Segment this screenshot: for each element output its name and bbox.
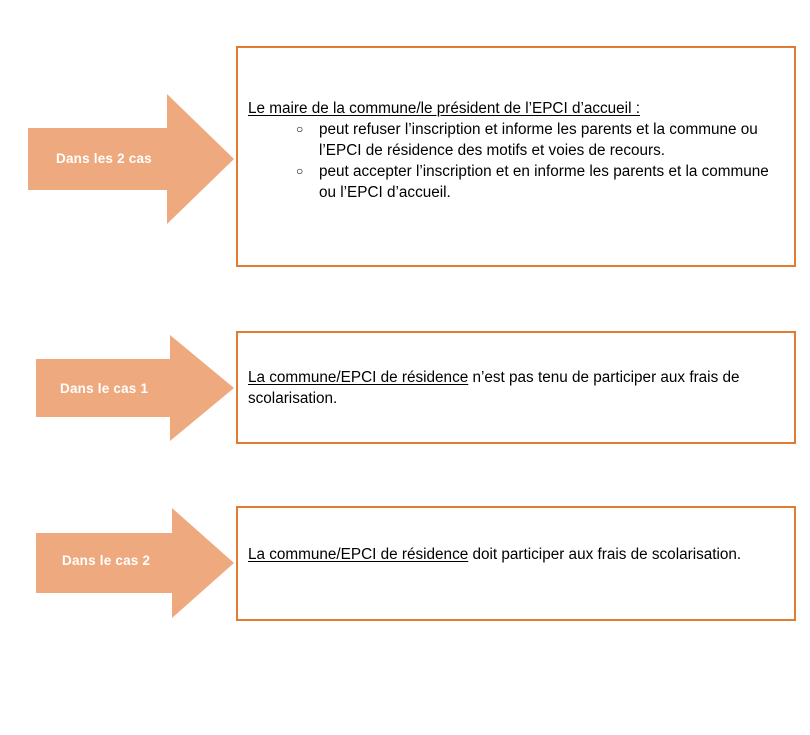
box-1-heading: Le maire de la commune/le président de l…	[248, 98, 786, 119]
arrow-label-3: Dans le cas 2	[62, 553, 151, 568]
box-2-underlined-lead: La commune/EPCI de résidence	[248, 369, 469, 386]
list-item: ○ peut accepter l’inscription et en infor…	[248, 161, 786, 203]
right-arrow-icon	[36, 508, 234, 618]
box-3-paragraph: La commune/EPCI de résidence doit partic…	[248, 544, 786, 565]
arrow-label-1: Dans les 2 cas	[56, 151, 152, 166]
box-1-bullet-list: ○ peut refuser l’inscription et informe l…	[248, 119, 786, 203]
list-item-text: peut accepter l’inscription et en inform…	[319, 163, 769, 201]
right-arrow-icon	[36, 335, 234, 441]
box-2-paragraph: La commune/EPCI de résidence n’est pas t…	[248, 367, 786, 409]
content-box-1: Le maire de la commune/le président de l…	[236, 46, 796, 267]
box-2-rest: n’est pas tenu de participer aux frais d…	[248, 369, 740, 407]
content-box-3: La commune/EPCI de résidence doit partic…	[236, 506, 796, 621]
content-box-2: La commune/EPCI de résidence n’est pas t…	[236, 331, 796, 444]
box-3-rest: doit participer aux frais de scolarisati…	[468, 546, 742, 563]
list-item-text: peut refuser l’inscription et informe le…	[319, 121, 758, 159]
box-1-heading-text: Le maire de la commune/le président de l…	[248, 100, 640, 117]
bullet-circle-icon: ○	[296, 164, 304, 178]
bullet-circle-icon: ○	[296, 122, 304, 136]
right-arrow-icon	[28, 94, 234, 224]
list-item: ○ peut refuser l’inscription et informe l…	[248, 119, 786, 161]
box-3-underlined-lead: La commune/EPCI de résidence	[248, 546, 469, 563]
arrow-label-2: Dans le cas 1	[60, 381, 149, 396]
